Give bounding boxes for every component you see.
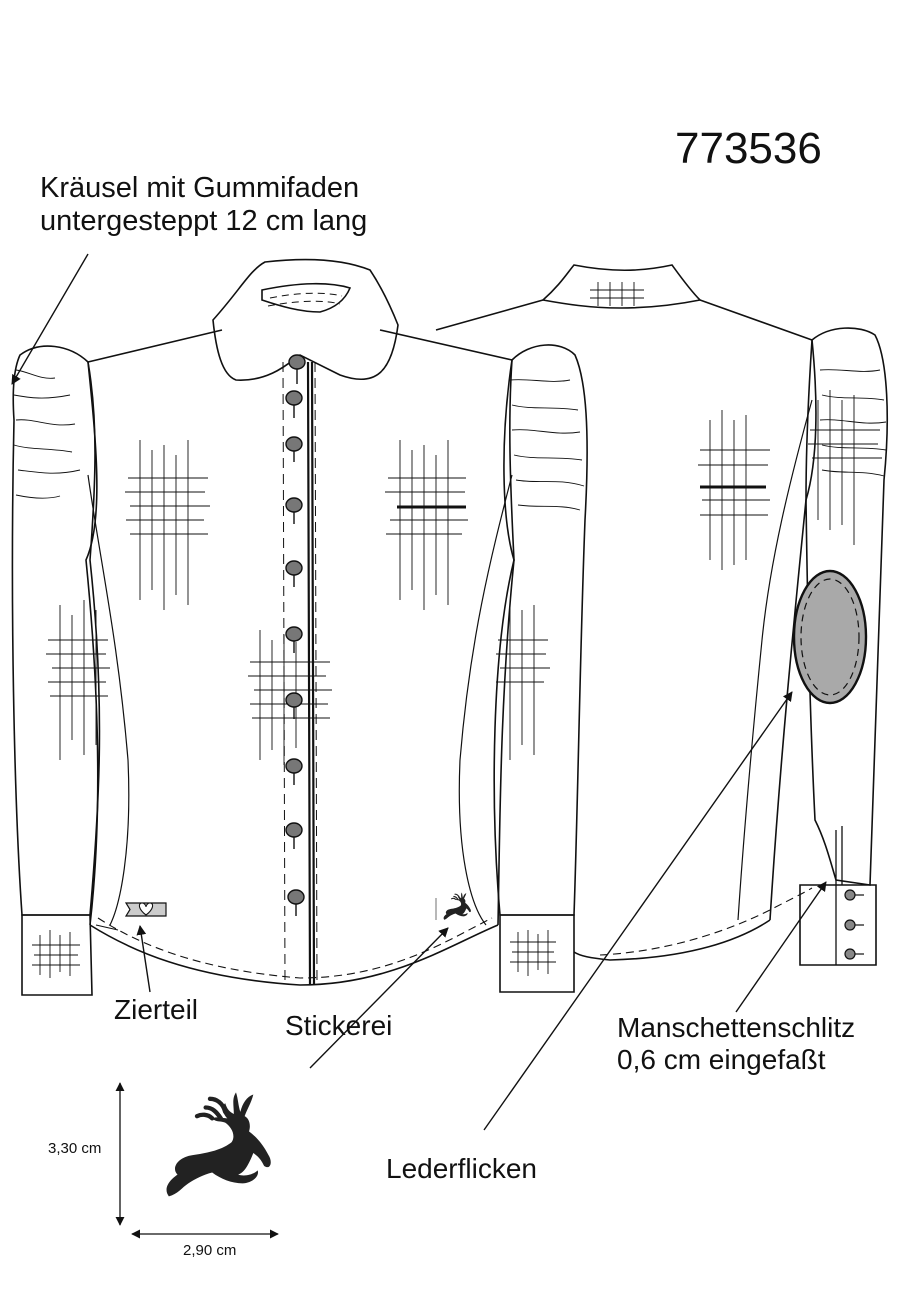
button [285, 626, 303, 653]
button [285, 436, 303, 462]
button [285, 822, 303, 849]
button [285, 560, 303, 587]
button [288, 354, 306, 384]
shirt-back [435, 264, 889, 966]
front-body-outline [85, 329, 515, 926]
deer-embroidery-small [443, 891, 472, 921]
arrow-kraeusel [11, 253, 89, 385]
heart-icon [124, 902, 167, 917]
callout-arrows [11, 253, 827, 1131]
collar [212, 258, 399, 381]
dimension-lines [115, 1082, 279, 1239]
deer-motif-icon [167, 1092, 271, 1196]
back-right-cuff [799, 884, 877, 966]
back-seam [737, 399, 813, 921]
button-placket [306, 361, 316, 986]
arrow-lederflicken [483, 691, 793, 1131]
cuff-buttons [844, 889, 864, 960]
front-buttons [285, 354, 306, 916]
back-body-outline [435, 299, 817, 961]
button [285, 692, 303, 719]
dimension-height-label: 3,30 cm [48, 1140, 102, 1157]
front-hem [89, 924, 499, 986]
label-lederflicken: Lederflicken [386, 1153, 537, 1184]
label-zierteil: Zierteil [114, 994, 199, 1025]
leather-patch [792, 569, 868, 705]
back-right-sleeve [805, 327, 889, 886]
front-left-sleeve [11, 345, 101, 916]
button [285, 390, 303, 418]
button [844, 919, 864, 931]
plaid-pattern-back [590, 282, 882, 570]
front-right-cuff [499, 914, 575, 993]
label-kraeusel-line1: Kräusel mit Gummifaden [40, 172, 360, 204]
article-number: 773536 [675, 124, 822, 173]
label-manschettenschlitz: Manschettenschlitz 0,6 cm eingefaßt [617, 1012, 855, 1076]
front-left-cuff [21, 914, 93, 996]
label-manschettenschlitz-line2: 0,6 cm eingefaßt [617, 1044, 826, 1076]
label-kraeusel-line2: untergesteppt 12 cm lang [40, 205, 368, 238]
button [844, 948, 864, 960]
dimension-width-label: 2,90 cm [183, 1242, 237, 1259]
arrow-manschettenschlitz [735, 881, 827, 1013]
label-manschettenschlitz-line1: Manschettenschlitz [617, 1012, 856, 1043]
shirt-front [11, 258, 588, 996]
front-right-sleeve [493, 344, 588, 916]
button [287, 889, 305, 916]
back-collar [541, 264, 702, 309]
button [285, 758, 303, 785]
button [285, 497, 303, 524]
label-stickerei: Stickerei [285, 1010, 393, 1041]
arrow-stickerei [309, 927, 449, 1069]
arrow-zierteil [136, 925, 151, 993]
button [844, 889, 864, 901]
plaid-pattern-front [32, 440, 556, 978]
label-kraeusel: Kräusel mit Gummifaden untergesteppt 12 … [40, 172, 367, 239]
